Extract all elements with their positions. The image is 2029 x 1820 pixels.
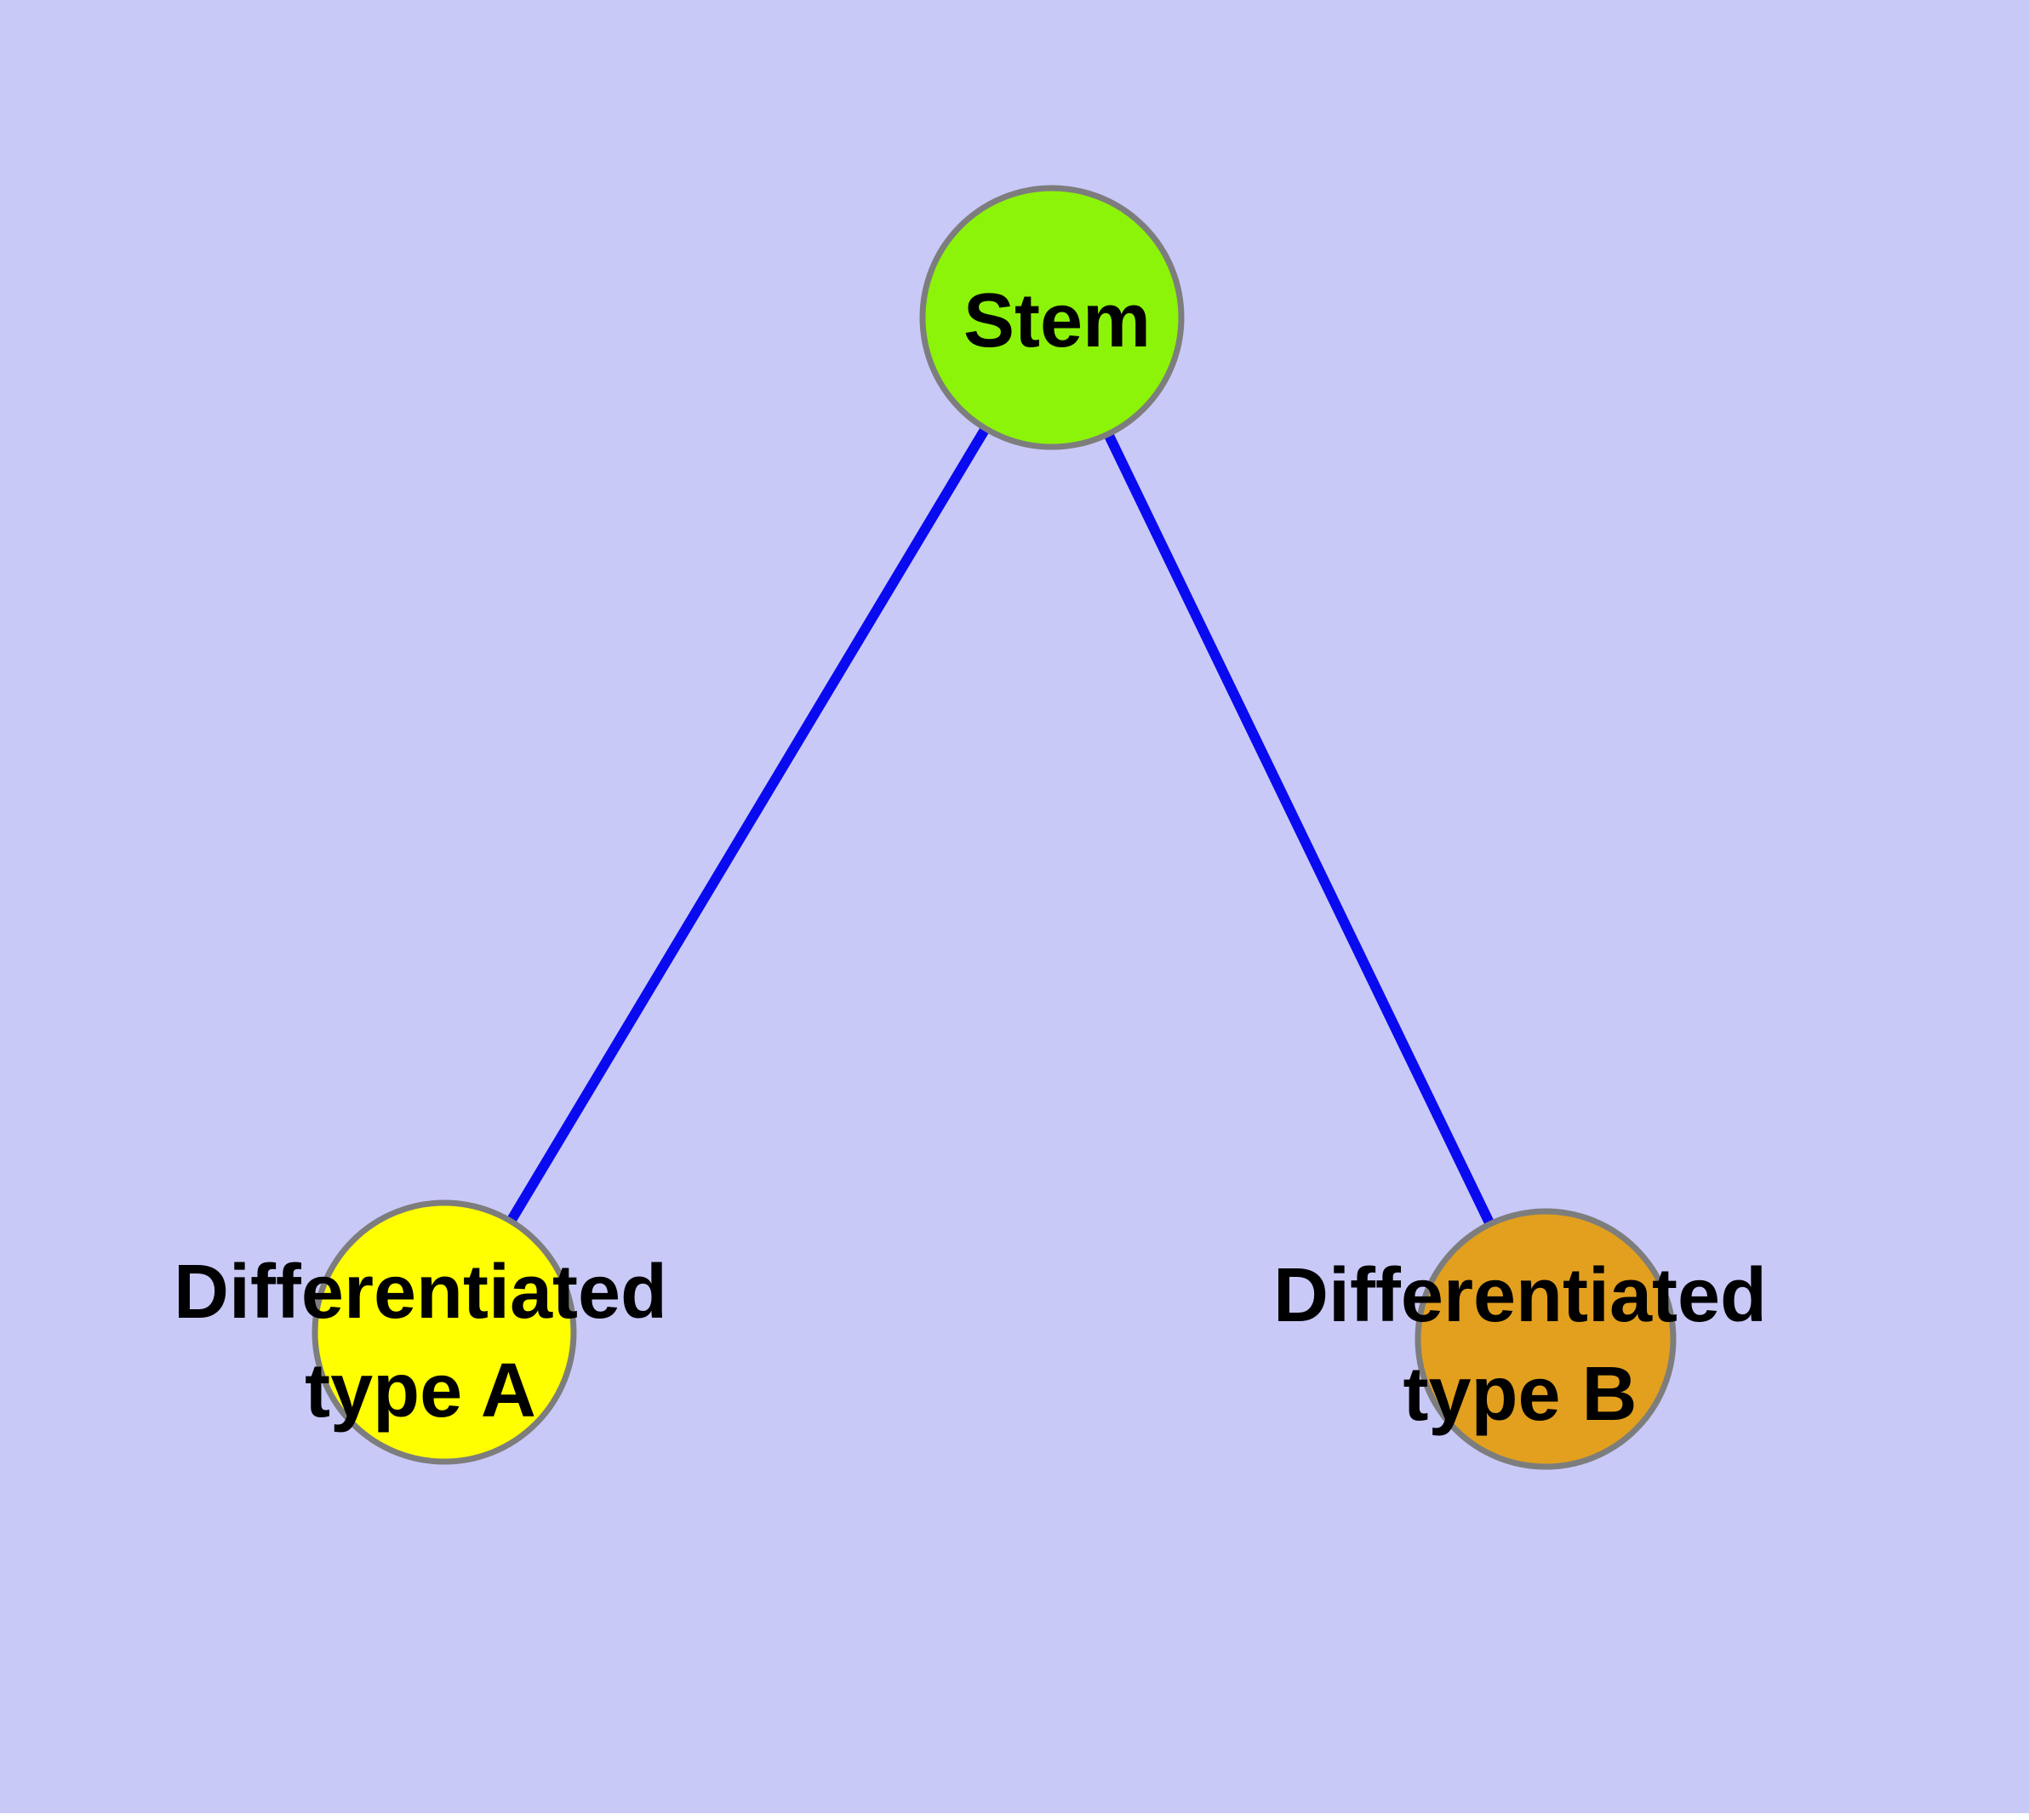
node-diff-b-label: Differentiated type B xyxy=(1273,1253,1767,1437)
nodes-layer xyxy=(311,185,1677,1470)
node-diff-b-circle xyxy=(1415,1208,1677,1470)
node-diff-b-label-line-1: Differentiated xyxy=(1273,1253,1767,1338)
edges-layer xyxy=(439,314,1551,1342)
node-stem-circle xyxy=(919,185,1185,450)
node-diff-a-label-line-1: Differentiated xyxy=(174,1250,667,1335)
node-diff-a-label: Differentiated type A xyxy=(174,1250,667,1434)
node-stem-label-line-1: Stem xyxy=(963,278,1151,363)
node-diff-a-label-line-2: type A xyxy=(305,1348,536,1434)
edge-stem-to-diff-a xyxy=(439,314,1057,1336)
node-diff-b-label-line-2: type B xyxy=(1403,1352,1637,1437)
node-diff-a-circle xyxy=(311,1199,577,1465)
edge-stem-to-diff-b xyxy=(1047,315,1551,1342)
node-stem-label: Stem xyxy=(963,278,1151,363)
